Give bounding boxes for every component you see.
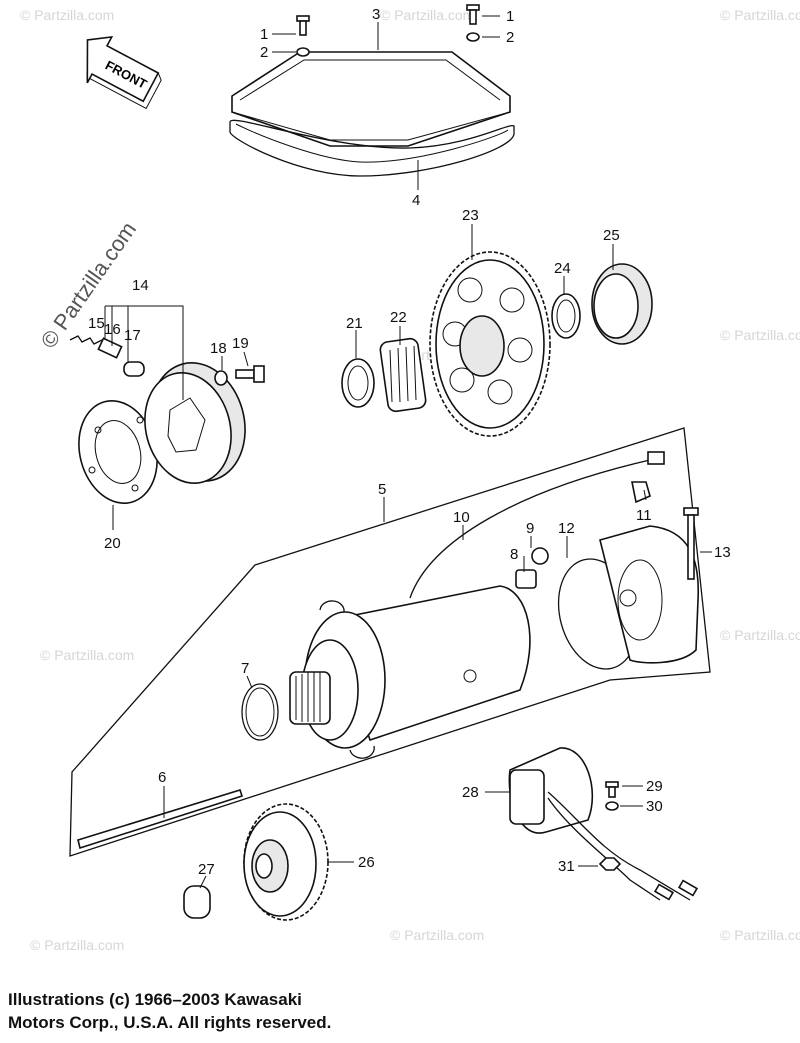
callout-19: 19	[232, 335, 249, 352]
callout-30: 30	[646, 798, 663, 815]
idler-gear-assembly	[341, 251, 653, 437]
cover-assembly	[229, 4, 515, 177]
callout-13: 13	[714, 544, 731, 561]
bolt-icon	[466, 4, 480, 25]
callout-14: 14	[132, 277, 149, 294]
callout-2: 2	[260, 44, 268, 61]
long-bolt-icon	[683, 507, 699, 580]
watermark: © Partzilla.com	[720, 7, 800, 23]
callout-23: 23	[462, 207, 479, 224]
callout-29: 29	[646, 778, 663, 795]
callout-26: 26	[358, 854, 375, 871]
bolt-icon	[605, 781, 619, 798]
callout-25: 25	[603, 227, 620, 244]
watermark: © Partzilla.com	[720, 627, 800, 643]
callout-20: 20	[104, 535, 121, 552]
watermark: © Partzilla.com	[40, 647, 134, 663]
callout-4: 4	[412, 192, 420, 209]
callout-12: 12	[558, 520, 575, 537]
washer-icon	[466, 32, 480, 42]
callout-31: 31	[558, 858, 575, 875]
callout-11: 11	[636, 507, 652, 524]
callout-16: 16	[104, 321, 121, 338]
callout-21: 21	[346, 315, 363, 332]
callout-6: 6	[158, 769, 166, 786]
callout-8: 8	[510, 546, 518, 563]
callout-28: 28	[462, 784, 479, 801]
callout-24: 24	[554, 260, 571, 277]
callout-labels: 1 2 3 1 2 4 14 15 16 17 18 19 20 21 22 2…	[88, 6, 731, 878]
callout-1: 1	[260, 26, 268, 43]
washer-icon	[605, 801, 619, 811]
callout-7: 7	[241, 660, 249, 677]
starter-motor-panel	[69, 427, 711, 857]
callout-17: 17	[124, 327, 141, 344]
nut-icon	[598, 857, 622, 871]
watermark: © Partzilla.com	[720, 327, 800, 343]
starter-relay-assembly	[508, 747, 699, 901]
callout-22: 22	[390, 309, 407, 326]
leader-lines	[104, 15, 712, 889]
starter-clutch-assembly	[69, 335, 265, 504]
callout-18: 18	[210, 340, 227, 357]
watermark: © Partzilla.com	[380, 7, 474, 23]
copyright-notice: Illustrations (c) 1966–2003 Kawasaki Mot…	[8, 988, 331, 1034]
watermark: © Partzilla.com	[20, 7, 114, 23]
callout-5: 5	[378, 481, 386, 498]
callout-9: 9	[526, 520, 534, 537]
callout-2: 2	[506, 29, 514, 46]
callout-3: 3	[372, 6, 380, 23]
watermark: © Partzilla.com	[30, 937, 124, 953]
copyright-line-1: Illustrations (c) 1966–2003 Kawasaki	[8, 990, 302, 1009]
front-arrow: FRONT	[86, 35, 162, 110]
copyright-line-2: Motors Corp., U.S.A. All rights reserved…	[8, 1013, 332, 1032]
callout-10: 10	[453, 509, 470, 526]
callout-27: 27	[198, 861, 215, 878]
callout-1: 1	[506, 8, 514, 25]
watermark: © Partzilla.com	[390, 927, 484, 943]
watermark: © Partzilla.com	[720, 927, 800, 943]
bolt-icon	[296, 15, 310, 36]
reduction-gear-assembly	[183, 803, 329, 921]
callout-15: 15	[88, 315, 105, 332]
washer-icon	[296, 47, 310, 57]
